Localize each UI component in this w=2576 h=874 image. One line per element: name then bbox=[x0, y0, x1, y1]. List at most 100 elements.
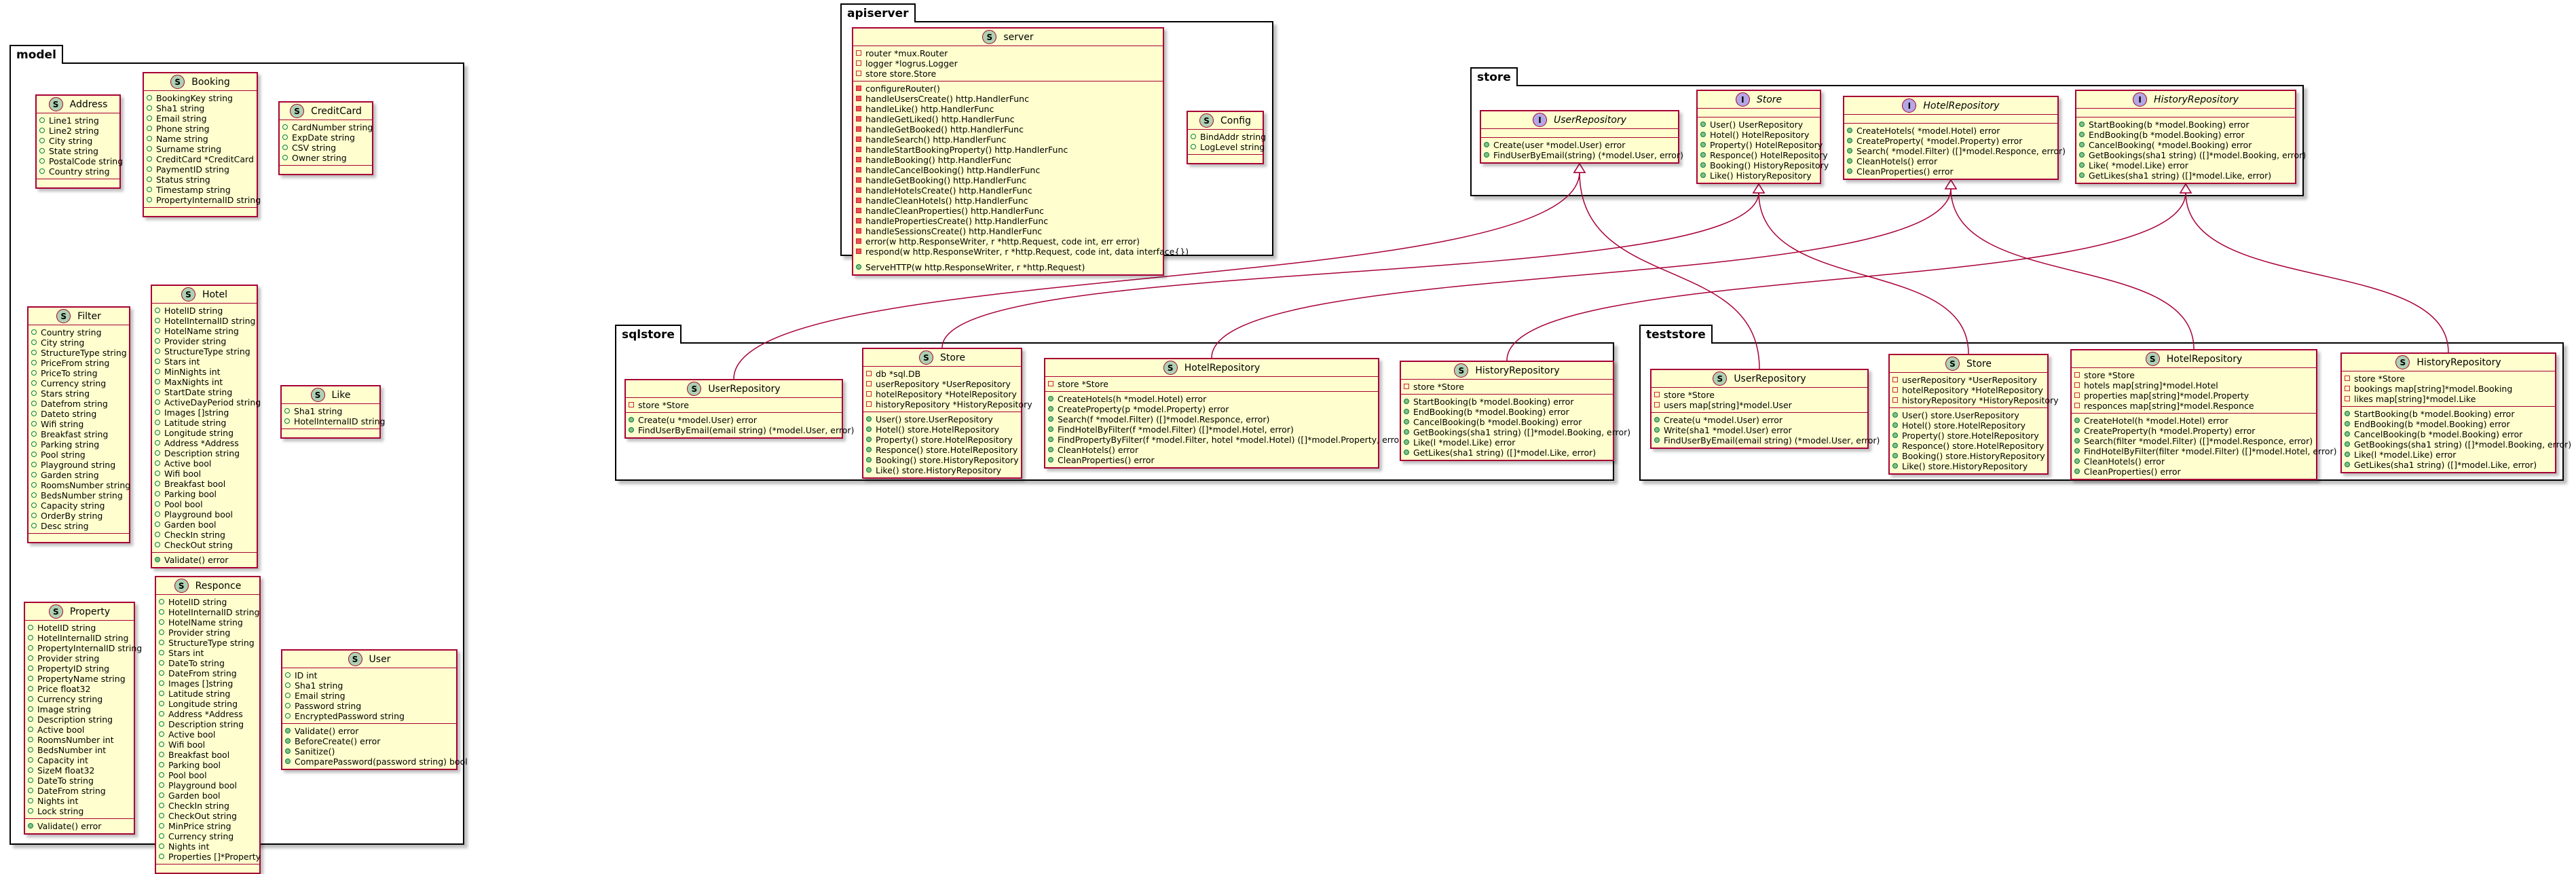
struct-badge-icon: S bbox=[56, 309, 71, 323]
public-method-icon bbox=[2345, 452, 2350, 457]
interface-badge-icon: I bbox=[2133, 92, 2148, 107]
struct-badge-icon: S bbox=[170, 75, 185, 89]
public-method-icon bbox=[2079, 132, 2085, 137]
field-row: Parking bool bbox=[155, 489, 254, 499]
field-row: HotelInternalID string bbox=[155, 316, 255, 326]
public-method-icon bbox=[866, 416, 872, 422]
method-row: Booking() store.HistoryRepository bbox=[1892, 451, 2045, 461]
method-text: CreateHotels(h *model.Hotel) error bbox=[1058, 394, 1207, 404]
field-text: Wifi bool bbox=[164, 469, 202, 479]
package-name: teststore bbox=[1639, 325, 1713, 344]
field-row: Address *Address bbox=[159, 709, 257, 719]
field-text: Provider string bbox=[164, 336, 227, 346]
method-row: GetLikes(sha1 string) ([]*model.Like, er… bbox=[2079, 170, 2292, 181]
public-field-icon bbox=[28, 788, 33, 793]
field-text: Sha1 string bbox=[156, 103, 205, 113]
method-row: Property() HotelRepository bbox=[1700, 140, 1823, 150]
public-method-icon bbox=[1484, 142, 1489, 147]
field-row: Email string bbox=[147, 113, 254, 124]
public-method-icon bbox=[2079, 152, 2085, 158]
field-row: properties map[string]*model.Property bbox=[2074, 390, 2313, 401]
interface-badge-icon: I bbox=[1533, 113, 1547, 127]
field-row: Name string bbox=[147, 134, 254, 144]
field-text: bookings map[string]*model.Booking bbox=[2354, 384, 2513, 394]
field-row: Capacity int bbox=[28, 755, 131, 765]
field-row: Status string bbox=[147, 175, 254, 185]
method-row: GetBookings(sha1 string) ([]*model.Booki… bbox=[2345, 439, 2571, 450]
class-methods bbox=[156, 864, 259, 873]
method-row: EndBooking(b *model.Booking) error bbox=[2079, 130, 2292, 140]
field-text: CreditCard *CreditCard bbox=[156, 154, 254, 164]
public-field-icon bbox=[159, 701, 164, 706]
field-text: Line1 string bbox=[49, 115, 99, 126]
field-text: DateTo string bbox=[37, 776, 94, 786]
public-method-icon bbox=[2074, 418, 2080, 423]
method-text: Property() store.HotelRepository bbox=[1902, 431, 2039, 441]
public-field-icon bbox=[159, 752, 164, 757]
public-field-icon bbox=[155, 501, 160, 507]
field-row: EncryptedPassword string bbox=[285, 711, 453, 721]
private-field-icon bbox=[866, 371, 872, 376]
method-row: GetBookings(sha1 string) ([]*model.Booki… bbox=[2079, 150, 2306, 160]
method-text: StartBooking(b *model.Booking) error bbox=[2354, 409, 2515, 419]
field-text: Currency string bbox=[37, 694, 103, 704]
public-field-icon bbox=[159, 813, 164, 818]
method-row: handleUsersCreate() http.HandlerFunc bbox=[856, 94, 1160, 104]
method-text: Create(u *model.User) error bbox=[638, 415, 758, 425]
public-method-icon bbox=[1048, 406, 1053, 412]
field-text: HotelInternalID string bbox=[168, 607, 260, 617]
field-row: Line1 string bbox=[39, 115, 117, 126]
public-field-icon bbox=[285, 682, 291, 688]
field-text: Active bool bbox=[37, 725, 85, 735]
field-row: Description string bbox=[155, 448, 254, 458]
field-text: Image string bbox=[37, 704, 92, 714]
method-row: handleBooking() http.HandlerFunc bbox=[856, 155, 1160, 165]
method-row: Validate() error bbox=[285, 726, 453, 736]
field-text: PropertyName string bbox=[37, 674, 126, 684]
public-field-icon bbox=[159, 803, 164, 808]
field-row: MinNights int bbox=[155, 367, 254, 377]
public-method-icon bbox=[866, 437, 872, 442]
method-row: EndBooking(b *model.Booking) error bbox=[2345, 419, 2552, 429]
public-field-icon bbox=[28, 706, 33, 712]
private-field-icon bbox=[1892, 397, 1898, 403]
public-field-icon bbox=[155, 369, 160, 374]
field-text: CheckIn string bbox=[164, 530, 225, 540]
public-field-icon bbox=[155, 522, 160, 527]
public-field-icon bbox=[28, 716, 33, 722]
public-field-icon bbox=[155, 409, 160, 415]
field-text: Capacity int bbox=[37, 755, 88, 765]
public-field-icon bbox=[1191, 144, 1196, 149]
field-row: store store.Store bbox=[856, 69, 1160, 79]
public-field-icon bbox=[31, 390, 37, 396]
field-text: CSV string bbox=[292, 143, 337, 153]
field-text: BookingKey string bbox=[156, 93, 233, 103]
field-text: Parking bool bbox=[164, 489, 217, 499]
method-text: FindUserByEmail(email string) (*model.Us… bbox=[1664, 435, 1880, 445]
field-text: Sha1 string bbox=[295, 680, 343, 691]
field-row: Garden string bbox=[31, 470, 126, 480]
method-row: Booking() HistoryRepository bbox=[1700, 160, 1829, 170]
public-field-icon bbox=[159, 680, 164, 686]
public-method-icon bbox=[1404, 399, 1409, 404]
public-method-icon bbox=[2345, 431, 2350, 437]
class-name: Booking bbox=[191, 76, 230, 88]
method-text: handleUsersCreate() http.HandlerFunc bbox=[865, 94, 1029, 104]
public-method-icon bbox=[1404, 450, 1409, 455]
field-text: Description string bbox=[37, 714, 113, 725]
field-row: StructureType string bbox=[159, 638, 257, 648]
class-fields bbox=[1698, 109, 1820, 117]
method-text: Validate() error bbox=[37, 821, 102, 831]
field-row: Longitude string bbox=[155, 428, 254, 438]
field-row: logger *logrus.Logger bbox=[856, 58, 1160, 69]
method-text: CreateProperty( *model.Property) error bbox=[1856, 136, 2023, 146]
public-field-icon bbox=[39, 168, 45, 174]
package-name: sqlstore bbox=[615, 325, 682, 344]
method-row: Create(u *model.User) error bbox=[629, 415, 839, 425]
field-row: store *Store bbox=[1654, 390, 1865, 400]
public-method-icon bbox=[1892, 463, 1898, 469]
